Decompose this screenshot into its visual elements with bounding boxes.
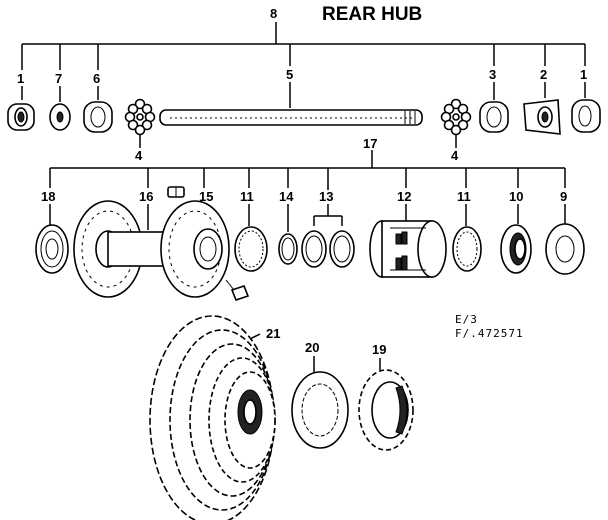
spacer-nut-part xyxy=(523,99,561,135)
locknut-right-part xyxy=(571,99,601,133)
locknut-left-part xyxy=(7,103,35,131)
callout-20: 20 xyxy=(305,340,319,355)
hub-shell-part xyxy=(73,200,230,298)
cone-right-part xyxy=(479,101,509,133)
ball-bearings-right-part xyxy=(440,98,472,136)
callout-3: 3 xyxy=(489,67,496,82)
callout-4-left: 4 xyxy=(135,148,143,163)
retaining-ring-right-part xyxy=(452,226,482,272)
pawl-spring-part xyxy=(278,233,298,265)
diagram-title: REAR HUB xyxy=(322,4,422,25)
callout-1-left: 1 xyxy=(17,71,24,86)
callout-5: 5 xyxy=(286,67,293,82)
reference-code-2: F/.472571 xyxy=(455,327,524,340)
retaining-ring-left-part xyxy=(234,226,268,272)
oil-cap-part xyxy=(167,186,250,301)
callout-11-left: 11 xyxy=(240,189,254,204)
callout-8: 8 xyxy=(270,6,277,21)
callout-11-right: 11 xyxy=(457,189,471,204)
axle-part xyxy=(159,109,423,126)
callout-1-right: 1 xyxy=(580,67,587,82)
callout-15: 15 xyxy=(199,189,213,204)
small-sprocket-part xyxy=(358,369,414,451)
callout-2: 2 xyxy=(540,67,547,82)
callout-4-right: 4 xyxy=(451,148,459,163)
callout-12: 12 xyxy=(397,189,411,204)
callout-19: 19 xyxy=(372,342,386,357)
sprocket-spacer-part xyxy=(291,371,349,449)
pawls-part xyxy=(301,230,355,268)
washer-part xyxy=(49,103,71,131)
callout-18: 18 xyxy=(41,189,55,204)
sprocket-cluster-part xyxy=(149,315,276,520)
dust-cap-right-part xyxy=(545,223,585,275)
callout-7: 7 xyxy=(55,71,62,86)
callout-21: 21 xyxy=(266,326,280,341)
callout-6: 6 xyxy=(93,71,100,86)
callout-17: 17 xyxy=(363,136,377,151)
bearing-cone-part xyxy=(500,224,532,274)
callout-14: 14 xyxy=(279,189,294,204)
freewheel-body-part xyxy=(369,220,447,278)
callout-10: 10 xyxy=(509,189,523,204)
ball-bearings-left-part xyxy=(124,98,156,136)
dust-cap-left-part xyxy=(35,224,69,274)
cone-left-part xyxy=(83,101,113,133)
callout-9: 9 xyxy=(560,189,567,204)
reference-code-1: E/3 xyxy=(455,313,478,326)
callout-13: 13 xyxy=(319,189,333,204)
callout-group-8 xyxy=(21,22,586,148)
callout-16: 16 xyxy=(139,189,153,204)
